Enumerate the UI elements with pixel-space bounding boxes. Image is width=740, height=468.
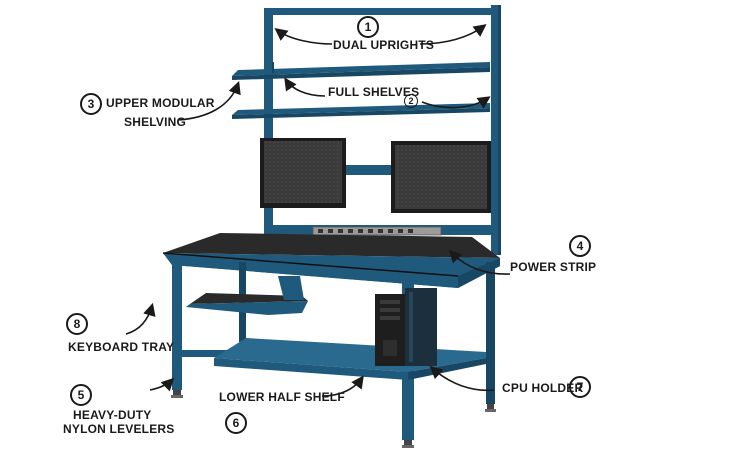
callout-number-6: 6 bbox=[225, 412, 247, 434]
callout-label-upper-modular-shelving-line2: SHELVING bbox=[124, 115, 187, 129]
rear-right-leg bbox=[486, 262, 495, 404]
callout-label-power-strip: POWER STRIP bbox=[510, 260, 597, 274]
full-shelves bbox=[232, 62, 490, 119]
callout-label-levelers-line1: HEAVY-DUTY bbox=[73, 408, 152, 422]
callout-number-2: 2 bbox=[404, 94, 418, 108]
right-upright bbox=[491, 5, 501, 255]
callout-number-4: 4 bbox=[569, 235, 591, 257]
worktop bbox=[162, 233, 500, 288]
front-left-leg bbox=[172, 262, 182, 390]
callout-number-1: 1 bbox=[357, 16, 379, 38]
callout-number-8: 8 bbox=[66, 313, 88, 335]
callout-label-cpu-holder: CPU HOLDER bbox=[502, 381, 584, 395]
arrow-lower-half-shelf bbox=[321, 375, 364, 397]
arrow-power-strip bbox=[448, 249, 511, 275]
arrow-cpu-holder bbox=[429, 365, 495, 392]
callout-number-5: 5 bbox=[70, 384, 92, 406]
callout-number-7: 7 bbox=[569, 376, 591, 398]
middle-shelf bbox=[232, 103, 490, 115]
left-upright bbox=[264, 13, 273, 248]
arrow-levelers bbox=[149, 377, 175, 392]
dual-uprights bbox=[264, 5, 501, 255]
callout-number-3: 3 bbox=[80, 93, 102, 115]
keyboard-tray bbox=[186, 276, 308, 315]
callout-label-lower-half-shelf: LOWER HALF SHELF bbox=[219, 390, 345, 404]
lower-half-shelf bbox=[214, 338, 486, 380]
power-strip bbox=[273, 225, 496, 236]
arrow-keyboard-tray bbox=[125, 302, 156, 335]
arrow-dual-uprights-right bbox=[419, 24, 487, 45]
top-crossbar bbox=[264, 8, 501, 15]
callout-arrows bbox=[125, 24, 511, 397]
monitors bbox=[260, 138, 491, 213]
arrow-full-shelves-right bbox=[421, 96, 491, 109]
arrow-full-shelves-left bbox=[284, 77, 326, 97]
callout-label-full-shelves: FULL SHELVES bbox=[328, 85, 420, 99]
cpu-holder bbox=[375, 288, 437, 366]
heavy-duty-nylon-levelers bbox=[171, 390, 496, 448]
callout-label-upper-modular-shelving-line1: UPPER MODULAR bbox=[106, 96, 215, 110]
callout-label-dual-uprights: DUAL UPRIGHTS bbox=[333, 38, 435, 52]
upper-shelf bbox=[232, 62, 490, 76]
arrow-upper-modular-shelving bbox=[177, 80, 241, 121]
arrow-dual-uprights-left bbox=[274, 28, 333, 45]
callout-label-keyboard-tray: KEYBOARD TRAY bbox=[68, 340, 175, 354]
monitor-mount-bar bbox=[340, 165, 400, 175]
callout-label-levelers-line2: NYLON LEVELERS bbox=[63, 422, 175, 436]
